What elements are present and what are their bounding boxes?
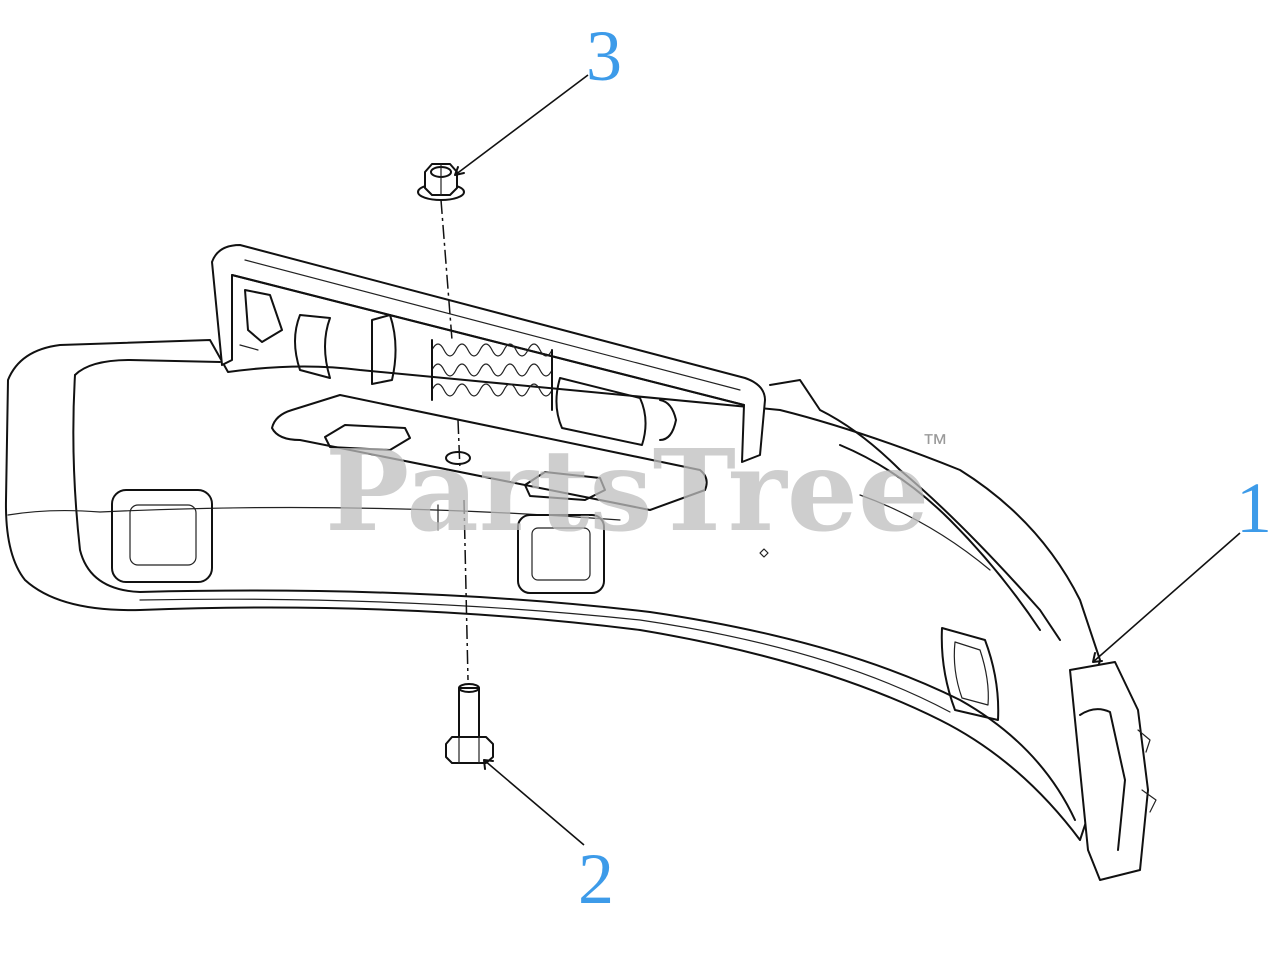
- torsion-spring: [431, 339, 553, 411]
- leader-line-3: [454, 74, 589, 176]
- watermark-trademark: ™: [922, 428, 948, 458]
- leader-arrow-1: [1092, 652, 1103, 663]
- callout-3: 3: [586, 16, 622, 96]
- part-2-bolt: [445, 683, 494, 764]
- leader-lines: [454, 74, 1241, 846]
- callout-2: 2: [578, 839, 614, 919]
- leader-arrow-3: [454, 166, 465, 176]
- callout-1: 1: [1236, 468, 1272, 548]
- hinge-bracket-assembly: [211, 244, 766, 511]
- leader-line-2: [483, 759, 585, 846]
- watermark-brand: PartsTree: [325, 426, 929, 557]
- part-1-housing: [4, 339, 1157, 881]
- leader-line-1: [1092, 532, 1241, 663]
- leader-arrow-2: [483, 759, 494, 770]
- assembly-centerline: [440, 199, 469, 681]
- part-3-flange-nut: [417, 163, 465, 201]
